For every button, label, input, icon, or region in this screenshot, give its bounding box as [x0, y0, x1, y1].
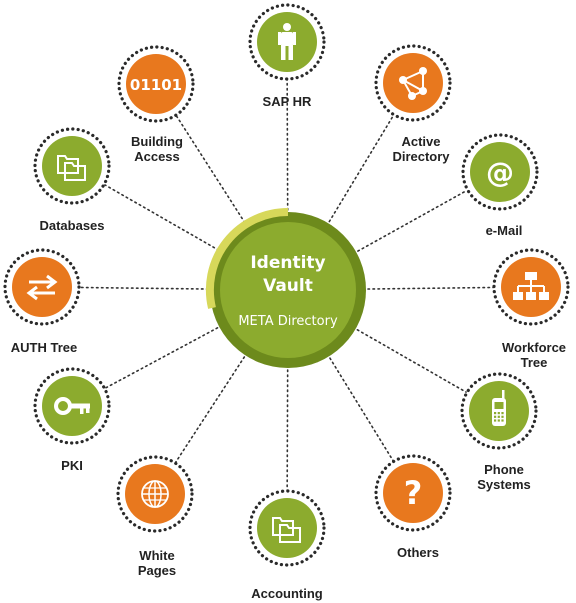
node-label-line: Accounting — [251, 586, 323, 601]
hub-highlight-arc — [205, 207, 289, 309]
globe-icon — [141, 480, 169, 508]
node-disc — [42, 136, 102, 196]
connector-phone-systems — [356, 328, 467, 393]
node-label-line: Others — [397, 545, 439, 560]
hub-subtitle: META Directory — [238, 314, 338, 329]
node-label-line: AUTH Tree — [11, 340, 77, 355]
hub-core — [220, 222, 356, 358]
hub-title-line2: Vault — [263, 276, 313, 296]
node-label-line: White — [139, 548, 174, 563]
svg-text:?: ? — [404, 474, 423, 512]
node-label-line: Tree — [521, 355, 548, 370]
node-label-line: Building — [131, 134, 183, 149]
node-label-line: Pages — [138, 563, 176, 578]
node-label-line: SAP HR — [263, 94, 312, 109]
folders-icon — [57, 155, 86, 181]
connector-databases — [104, 184, 220, 251]
mobile-phone-icon — [492, 390, 506, 426]
node-label-auth-tree: AUTH Tree — [11, 340, 77, 355]
node-label-pki: PKI — [61, 458, 83, 473]
hub-title-line1: Identity — [250, 253, 325, 273]
node-label-line: e-Mail — [486, 223, 523, 238]
svg-text:01101: 01101 — [130, 76, 182, 94]
svg-text:@: @ — [486, 156, 514, 189]
node-label-others: Others — [397, 545, 439, 560]
node-accounting: Accounting — [248, 489, 326, 601]
connector-white-pages — [174, 356, 246, 463]
at-sign-icon: @ — [486, 156, 514, 189]
network-icon — [399, 67, 427, 100]
node-email: @ e-Mail — [461, 133, 539, 238]
node-others: ? Others — [374, 454, 452, 560]
identity-vault-hub: Identity Vault META Directory — [205, 207, 366, 368]
question-mark-icon: ? — [404, 474, 423, 512]
connector-accounting — [286, 369, 289, 491]
node-label-line: Phone — [484, 462, 524, 477]
node-label-line: PKI — [61, 458, 83, 473]
connector-pki — [104, 327, 219, 389]
node-sap-hr: SAP HR — [248, 3, 326, 109]
node-disc — [257, 498, 317, 558]
node-disc — [470, 142, 530, 202]
node-label-databases: Databases — [39, 218, 104, 233]
connector-building-access — [175, 115, 246, 224]
connector-email — [357, 189, 468, 252]
node-label-accounting: Accounting — [251, 586, 323, 601]
exchange-arrows-icon — [26, 274, 58, 301]
node-pki: PKI — [33, 367, 111, 473]
node-label-line: Systems — [477, 477, 530, 492]
node-label-line: Access — [134, 149, 180, 164]
node-disc — [12, 257, 72, 317]
node-label-line: Workforce — [502, 340, 566, 355]
connector-workforce-tree — [367, 286, 494, 290]
key-icon — [54, 397, 90, 415]
connector-lines — [79, 79, 494, 491]
binary-icon: 01101 — [130, 76, 182, 94]
connector-active-directory — [328, 114, 395, 223]
org-chart-icon — [513, 272, 549, 300]
person-icon — [278, 23, 296, 60]
node-label-sap-hr: SAP HR — [263, 94, 312, 109]
node-label-line: Active — [401, 134, 440, 149]
node-label-line: Databases — [39, 218, 104, 233]
connector-sap-hr — [286, 79, 289, 211]
folders-icon — [272, 517, 301, 543]
connector-auth-tree — [79, 286, 209, 290]
node-auth-tree: AUTH Tree — [3, 248, 81, 355]
node-databases: Databases — [33, 127, 111, 233]
node-disc — [126, 54, 186, 114]
node-disc — [383, 53, 443, 113]
node-disc — [383, 463, 443, 523]
node-label-line: Directory — [392, 149, 450, 164]
node-label-email: e-Mail — [486, 223, 523, 238]
connector-others — [329, 357, 394, 462]
